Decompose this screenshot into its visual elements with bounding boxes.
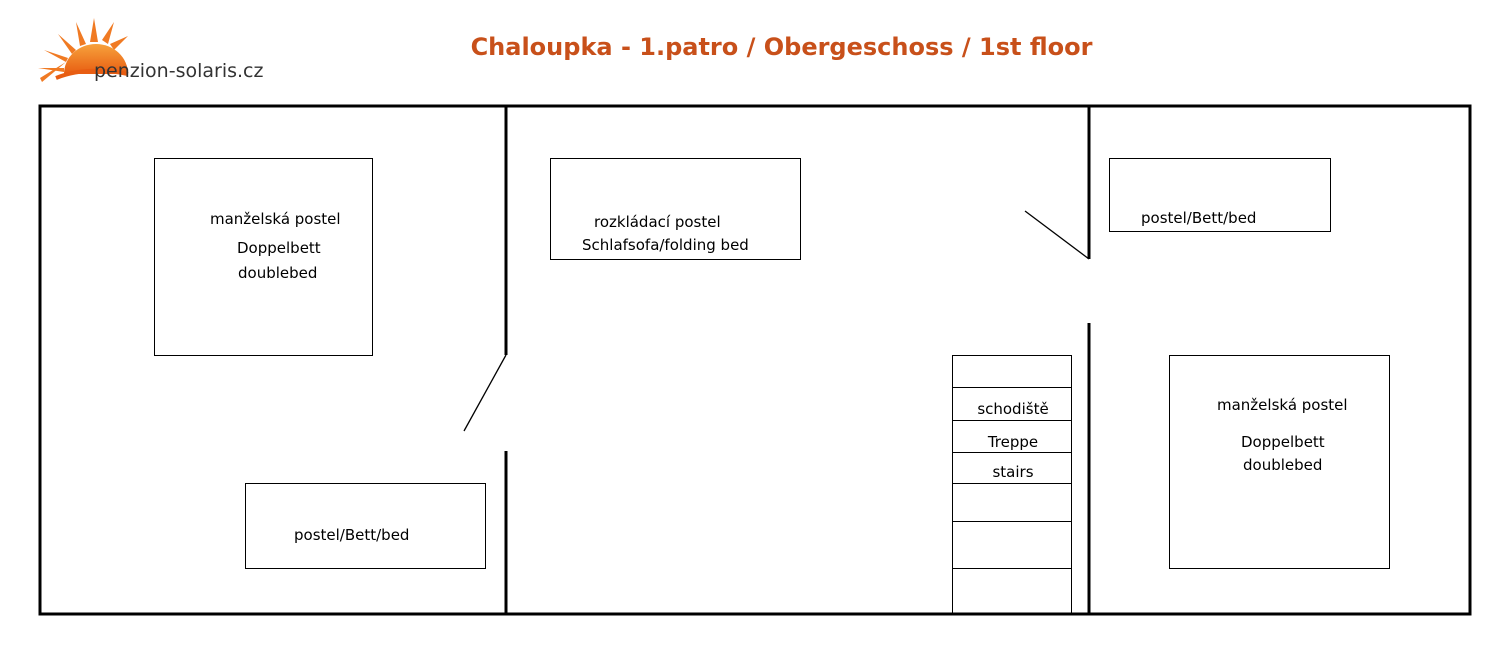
right-double-bed-label-de: Doppelbett	[1241, 433, 1325, 451]
sun-logo-icon	[38, 18, 129, 82]
staircase	[952, 355, 1072, 614]
left-double-bed-label-cz: manželská postel	[210, 210, 341, 228]
stairs-label-cz: schodiště	[977, 400, 1049, 418]
outer-wall	[38, 104, 1472, 616]
door-swing	[1024, 210, 1090, 260]
stairs-label-en: stairs	[992, 463, 1034, 481]
folding-bed-label-en: Schlafsofa/folding bed	[582, 236, 749, 254]
double-bed-right	[1169, 355, 1390, 569]
single-bed-right	[1109, 158, 1331, 232]
left-double-bed-label-en: doublebed	[238, 264, 318, 282]
double-bed-left	[154, 158, 373, 356]
left-double-bed-label-de: Doppelbett	[237, 239, 321, 257]
page-title: Chaloupka - 1.patro / Obergeschoss / 1st…	[470, 33, 1093, 61]
left-single-bed-label: postel/Bett/bed	[294, 526, 410, 544]
single-bed-left	[245, 483, 486, 569]
logo-text: penzion-solaris.cz	[94, 60, 264, 82]
right-double-bed-label-cz: manželská postel	[1217, 396, 1348, 414]
stairs-label-de: Treppe	[987, 433, 1039, 451]
folding-bed-label-cz: rozkládací postel	[594, 213, 721, 231]
right-double-bed-label-en: doublebed	[1243, 456, 1323, 474]
folding-bed	[550, 158, 801, 260]
right-single-bed-label: postel/Bett/bed	[1141, 209, 1257, 227]
door-swing	[463, 354, 507, 432]
